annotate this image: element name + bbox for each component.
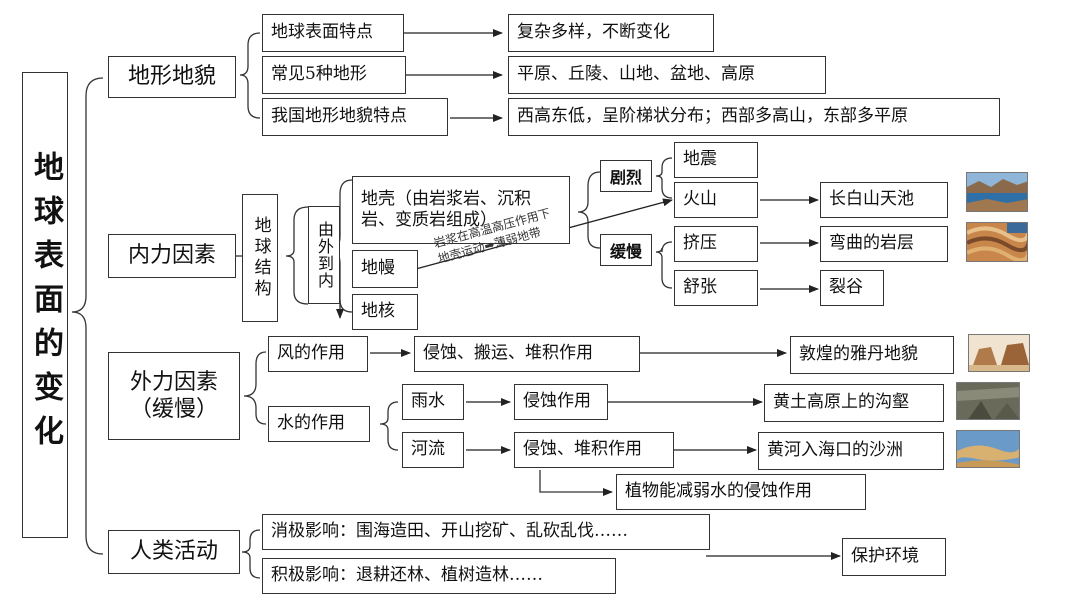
internal-section-label: 内力因素 [108,234,236,278]
structure-brace [285,206,309,305]
plant-connector [539,470,613,496]
crust-box: 地壳（由岩浆岩、沉积岩、变质岩组成） [352,176,570,244]
water-box: 水的作用 [268,406,370,442]
slow-brace [655,241,673,289]
river-example: 黄河入海口的沙洲 [758,432,944,470]
plant-note-box: 植物能减弱水的侵蚀作用 [616,474,866,510]
negative-impact-box: 消极影响：围海造田、开山挖矿、乱砍乱伐…… [262,514,710,550]
positive-impact-box: 积极影响：退耕还林、植树造林…… [262,558,616,594]
crust-brace [577,171,601,249]
page-title: 地球表面的变化 [22,72,68,538]
squeeze-box: 挤压 [674,226,758,262]
wind-effect-box: 侵蚀、搬运、堆积作用 [414,336,640,372]
squeeze-example: 弯曲的岩层 [820,226,948,262]
river-box: 河流 [402,432,464,468]
stretch-example: 裂谷 [820,270,884,306]
gully-photo [956,382,1020,420]
stretch-box: 舒张 [674,270,758,306]
volcano-example: 长白山天池 [820,182,948,218]
terrain-brace [239,32,261,119]
external-section-label: 外力因素 （缓慢） [108,352,240,440]
landform-types-box: 常见5种地形 [262,56,406,94]
china-terrain-result: 西高东低，呈阶梯状分布；西部多高山，东部多平原 [508,98,1000,136]
terrain-section-label: 地形地貌 [108,56,236,98]
external-brace [243,351,267,425]
protect-environment-box: 保护环境 [842,538,946,576]
river-effect-box: 侵蚀、堆积作用 [514,432,674,468]
terrain-feature-result: 复杂多样，不断变化 [508,14,714,52]
human-brace [241,529,261,579]
rain-effect-box: 侵蚀作用 [514,384,608,420]
order-label: 由外到内 [308,206,340,304]
wind-box: 风的作用 [268,336,368,372]
rain-example: 黄土高原上的沟壑 [764,384,944,422]
core-box: 地核 [352,294,418,330]
fast-label: 剧烈 [600,160,652,192]
landform-types-result: 平原、丘陵、山地、盆地、高原 [508,56,826,94]
main-brace [71,77,104,555]
human-section-label: 人类活动 [108,530,240,574]
fast-brace [655,157,673,199]
water-brace [379,401,399,451]
wind-example: 敦煌的雅丹地貌 [790,336,954,374]
volcano-box: 火山 [674,182,758,218]
yardang-photo [968,334,1030,372]
lake-photo [966,172,1028,212]
mantle-box: 地幔 [352,250,418,288]
earthquake-box: 地震 [674,142,758,178]
terrain-feature-box: 地球表面特点 [262,14,404,52]
river-delta-photo [956,430,1020,468]
earth-structure-label: 地球结构 [242,194,278,322]
slow-label: 缓慢 [600,234,652,266]
china-terrain-box: 我国地形地貌特点 [262,98,448,136]
rain-box: 雨水 [402,384,464,420]
folded-rock-photo [966,222,1028,262]
